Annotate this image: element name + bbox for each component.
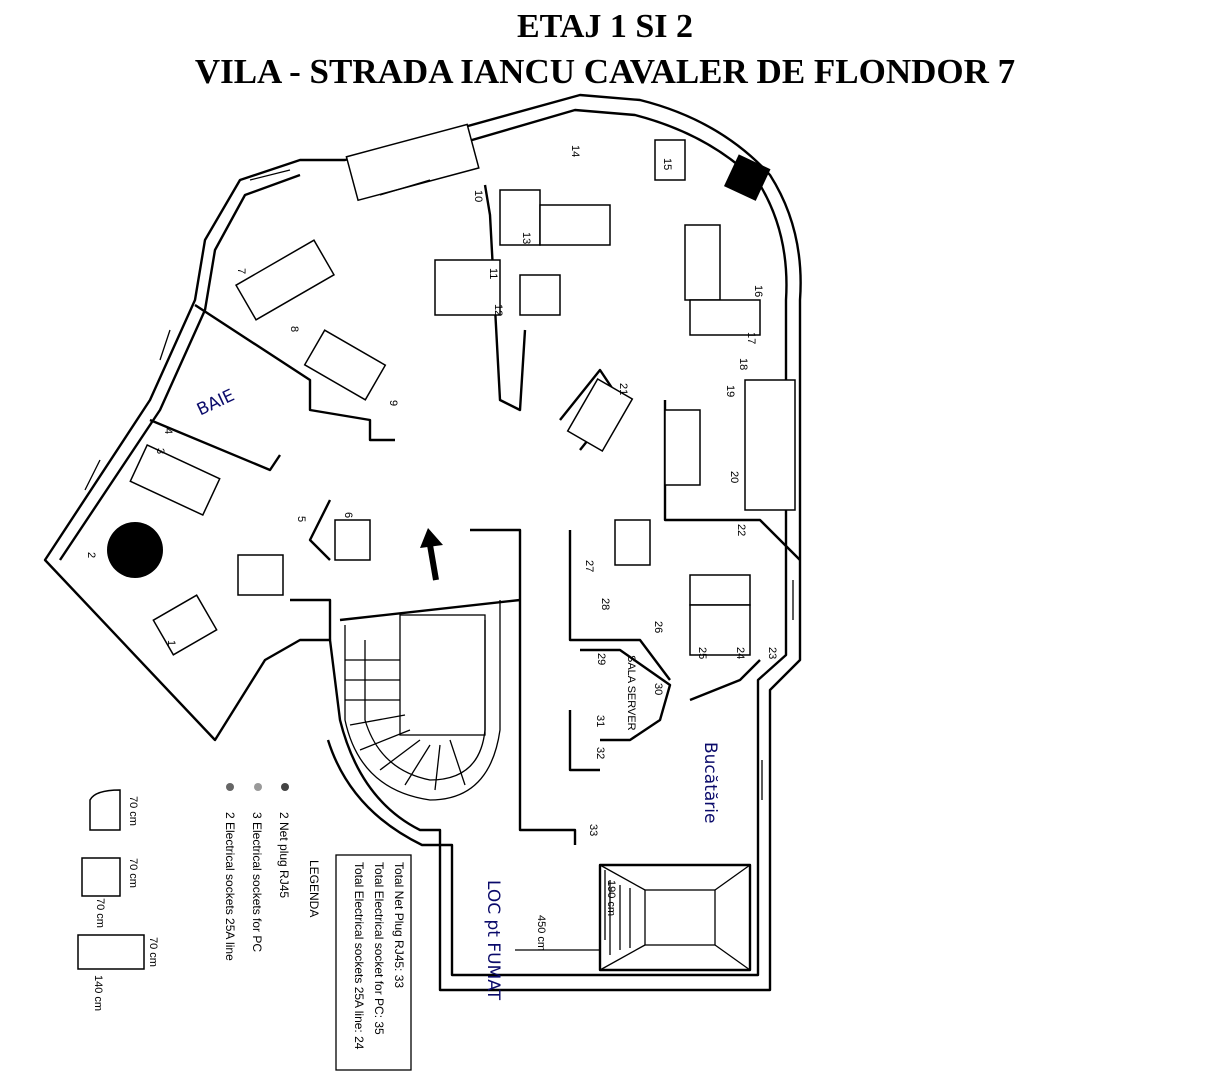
point-label: 27 <box>583 560 595 572</box>
legend: LEGENDA 2 Net plug RJ45 3 Electrical soc… <box>77 783 321 1011</box>
point-label: 28 <box>599 598 611 610</box>
room-label-sala-server: SALA SERVER <box>625 655 637 731</box>
point-label: 13 <box>520 232 532 244</box>
point-label: 3 <box>154 448 166 454</box>
point-label: 26 <box>652 621 664 633</box>
point-label: 23 <box>766 647 778 659</box>
point-label: 10 <box>472 190 484 202</box>
total-rj45: Total Net Plug RJ45: 33 <box>392 862 406 988</box>
point-label: 18 <box>737 358 749 370</box>
svg-text:70 cm: 70 cm <box>127 796 139 826</box>
svg-text:70 cm: 70 cm <box>94 898 106 928</box>
outer-walls <box>43 93 802 992</box>
svg-text:70 cm: 70 cm <box>127 858 139 888</box>
svg-text:140 cm: 140 cm <box>92 975 104 1011</box>
total-25a-sockets: Total Electrical sockets 25A line: 24 <box>352 862 366 1050</box>
point-label: 5 <box>295 516 307 522</box>
point-label: 6 <box>342 512 354 518</box>
room-label-bucatarie: Bucătărie <box>700 742 720 823</box>
point-label: 19 <box>724 385 736 397</box>
point-label: 25 <box>696 647 708 659</box>
plan-subtitle: VILA - STRADA IANCU CAVALER DE FLONDOR 7 <box>194 52 1016 91</box>
legend-item: 2 Electrical sockets 25A line <box>223 812 237 961</box>
dimension-width: 450 cm <box>535 915 547 951</box>
spiral-staircase <box>344 600 501 801</box>
point-label: 9 <box>387 400 399 406</box>
room-label-loc-fumat: LOC pt FUMAT <box>483 880 503 1001</box>
legend-item: 3 Electrical sockets for PC <box>250 812 264 952</box>
point-label: 29 <box>595 653 607 665</box>
total-pc-sockets: Total Electrical socket for PC: 35 <box>372 862 386 1035</box>
entrance-arrow-icon <box>420 528 443 581</box>
desks <box>129 123 796 656</box>
point-label: 7 <box>235 268 247 274</box>
totals-box: Total Net Plug RJ45: 33 Total Electrical… <box>335 854 412 1071</box>
dimension-height: 190 cm <box>605 880 617 916</box>
windows <box>84 169 794 800</box>
outlet-points: 1 2 3 4 5 6 7 8 9 10 11 12 13 14 15 16 1… <box>85 145 778 836</box>
straight-staircase <box>598 863 752 972</box>
point-label: 16 <box>752 285 764 297</box>
point-label: 8 <box>288 326 300 332</box>
point-label: 32 <box>594 747 606 759</box>
point-label: 22 <box>735 524 747 536</box>
point-label: 31 <box>594 715 606 727</box>
point-label: 17 <box>745 332 757 344</box>
legend-title: LEGENDA <box>307 860 321 917</box>
point-label: 15 <box>661 158 673 170</box>
point-label: 12 <box>492 304 504 316</box>
point-label: 24 <box>734 647 746 659</box>
point-label: 21 <box>617 383 629 395</box>
point-label: 1 <box>165 640 177 646</box>
svg-text:70 cm: 70 cm <box>147 937 159 967</box>
column-marker <box>107 522 163 578</box>
point-label: 14 <box>569 145 581 157</box>
legend-item: 2 Net plug RJ45 <box>277 812 291 898</box>
point-label: 33 <box>587 824 599 836</box>
point-label: 20 <box>728 471 740 483</box>
point-label: 11 <box>487 268 499 279</box>
interior-walls <box>149 184 801 845</box>
point-label: 4 <box>162 428 174 434</box>
point-label: 30 <box>652 683 664 695</box>
point-label: 2 <box>85 552 97 558</box>
plan-title: ETAJ 1 SI 2 <box>516 8 694 45</box>
room-label-baie: BAIE <box>194 386 238 421</box>
